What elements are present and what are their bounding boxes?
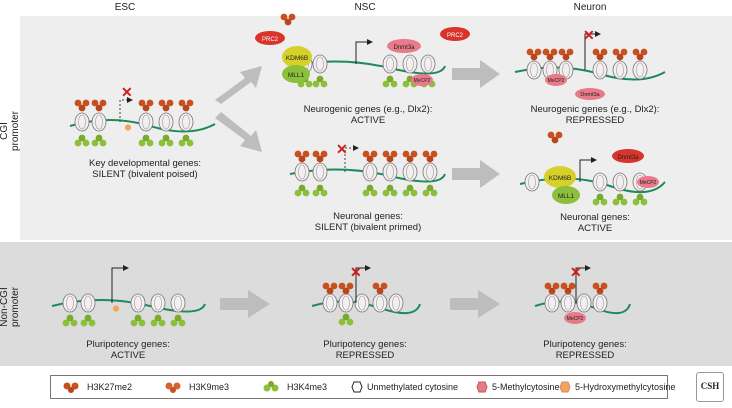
esc-cgi-chromatin: ✕	[69, 84, 216, 147]
hexagon-pink-icon	[476, 381, 488, 393]
caption-nsc-neuronal: Neuronal genes: SILENT (bivalent primed)	[278, 211, 458, 233]
svg-text:Dnmt3a: Dnmt3a	[580, 92, 600, 98]
caption-esc-cgi-line2: SILENT (bivalent poised)	[92, 169, 198, 180]
legend-item-h3k4me3: H3K4me3	[261, 381, 327, 393]
caption-nsc-neurogenic: Neurogenic genes (e.g., Dlx2): ACTIVE	[278, 104, 458, 126]
legend-label-unmethylated: Unmethylated cytosine	[367, 382, 459, 392]
h3k27-icon	[63, 382, 79, 393]
legend-label-5mc: 5-Methylcytosine	[492, 382, 560, 392]
caption-esc-pluripotency: Pluripotency genes: ACTIVE	[38, 339, 218, 361]
caption-nsc-neurogenic-line1: Neurogenic genes (e.g., Dlx2):	[303, 104, 433, 115]
caption-neuron-neurogenic-line1: Neurogenic genes (e.g., Dlx2):	[530, 104, 660, 115]
svg-text:Dnmt3a: Dnmt3a	[617, 155, 639, 161]
caption-neuron-neurogenic-line2: REPRESSED	[565, 115, 625, 126]
svg-text:✕: ✕	[583, 27, 595, 43]
caption-neuron-pluripotency: Pluripotency genes: REPRESSED	[495, 339, 675, 361]
caption-neuron-pluripotency-line1: Pluripotency genes:	[543, 339, 627, 350]
caption-esc-cgi: Key developmental genes: SILENT (bivalen…	[55, 158, 235, 180]
svg-text:✕: ✕	[350, 264, 362, 280]
caption-nsc-pluripotency-line1: Pluripotency genes:	[323, 339, 407, 350]
caption-neuron-neuronal: Neuronal genes: ACTIVE	[505, 212, 685, 234]
caption-nsc-pluripotency: Pluripotency genes: REPRESSED	[275, 339, 455, 361]
caption-esc-cgi-line1: Key developmental genes:	[89, 158, 201, 169]
hexagon-orange-icon	[559, 381, 571, 393]
svg-text:Dnmt3a: Dnmt3a	[393, 45, 415, 51]
svg-text:✕: ✕	[570, 264, 582, 280]
legend-label-h3k27me2: H3K27me2	[87, 382, 133, 392]
hexagon-open-icon	[351, 381, 363, 393]
csh-logo: CSH	[696, 372, 724, 402]
caption-nsc-neurogenic-line2: ACTIVE	[350, 115, 386, 126]
legend-item-5hmc: 5-Hydroxymethylcytosine	[559, 381, 676, 393]
h3k4-icon	[263, 381, 279, 392]
caption-nsc-neuronal-line2: SILENT (bivalent primed)	[314, 222, 422, 233]
legend-item-unmethylated: Unmethylated cytosine	[351, 381, 458, 393]
legend-item-h3k9me3: H3K9me3	[163, 381, 229, 393]
legend-label-h3k9me3: H3K9me3	[189, 382, 230, 392]
diagram-canvas: ✕ PRC2 KDM6B MLL1 Dnmt3a MeCP2 PRC2 ✕ Me…	[51, 13, 666, 327]
caption-neuron-neuronal-line1: Neuronal genes:	[560, 212, 630, 223]
legend-item-h3k27me2: H3K27me2	[61, 381, 132, 393]
neuron-neuronal-chromatin: KDM6B MLL1 Dnmt3a MeCP2	[519, 131, 666, 206]
column-header-neuron: Neuron	[573, 2, 607, 13]
h3k9-icon	[165, 382, 181, 393]
svg-text:MLL1: MLL1	[288, 72, 305, 79]
svg-text:MeCP2: MeCP2	[414, 78, 431, 84]
nsc-neurogenic-chromatin: PRC2 KDM6B MLL1 Dnmt3a MeCP2 PRC2	[255, 13, 470, 88]
caption-esc-pluripotency-line1: Pluripotency genes:	[86, 339, 170, 350]
neuron-pluripotency-chromatin: ✕ MeCP2	[534, 264, 631, 324]
svg-text:PRC2: PRC2	[447, 33, 464, 39]
caption-nsc-pluripotency-line2: REPRESSED	[335, 350, 395, 361]
caption-neuron-neurogenic: Neurogenic genes (e.g., Dlx2): REPRESSED	[505, 104, 685, 126]
caption-nsc-neuronal-line1: Neuronal genes:	[333, 211, 403, 222]
svg-text:✕: ✕	[121, 84, 133, 100]
svg-text:✕: ✕	[336, 141, 348, 157]
nsc-neuronal-chromatin: ✕	[289, 141, 446, 197]
column-header-esc: ESC	[114, 2, 136, 13]
svg-text:KDM6B: KDM6B	[286, 55, 308, 62]
legend-label-h3k4me3: H3K4me3	[287, 382, 328, 392]
esc-pluripotency-chromatin	[51, 265, 206, 327]
neuron-neurogenic-chromatin: ✕ MeCP2 Dnmt3a	[514, 27, 666, 100]
caption-neuron-neuronal-line2: ACTIVE	[577, 223, 613, 234]
column-header-nsc: NSC	[354, 2, 376, 13]
legend-item-5mc: 5-Methylcytosine	[476, 381, 560, 393]
caption-neuron-pluripotency-line2: REPRESSED	[555, 350, 615, 361]
svg-text:MeCP2: MeCP2	[640, 180, 657, 186]
svg-text:MeCP2: MeCP2	[567, 316, 584, 322]
svg-text:KDM6B: KDM6B	[549, 175, 571, 182]
svg-text:MLL1: MLL1	[558, 193, 575, 200]
legend: H3K27me2 H3K9me3 H3K4me3 Unmethylated cy…	[50, 375, 676, 399]
svg-text:MeCP2: MeCP2	[548, 78, 565, 84]
nsc-pluripotency-chromatin: ✕	[311, 264, 421, 326]
prc2-label-1: PRC2	[262, 37, 279, 43]
transition-arrows	[215, 60, 500, 318]
legend-label-5hmc: 5-Hydroxymethylcytosine	[575, 382, 676, 392]
caption-esc-pluripotency-line2: ACTIVE	[110, 350, 146, 361]
csh-logo-text: CSH	[700, 381, 720, 391]
